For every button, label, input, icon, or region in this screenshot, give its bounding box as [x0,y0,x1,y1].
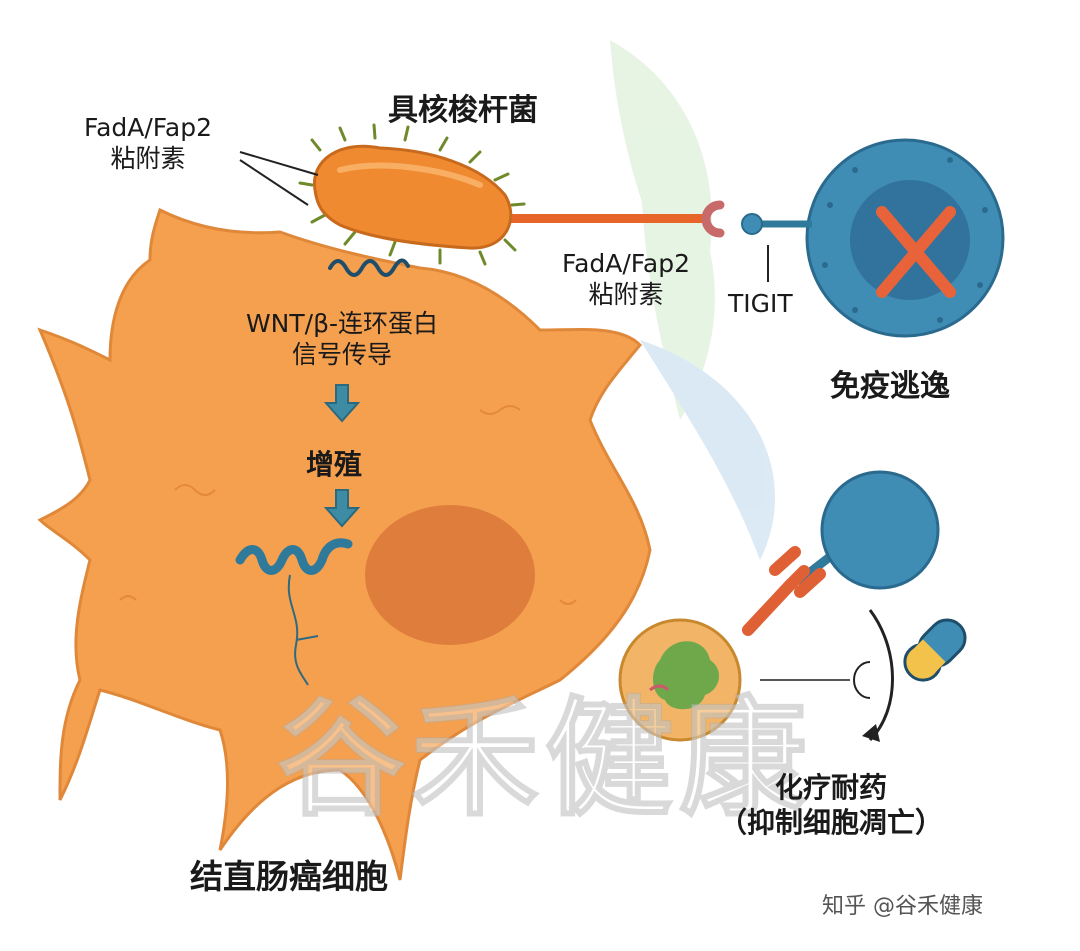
tigit-label: TIGIT [728,289,793,318]
adhesin-top-line1: FadA/Fap2 [84,113,212,142]
wnt-signaling-label: WNT/β-连环蛋白 信号传导 [212,308,472,371]
adhesin-cup [701,200,725,238]
nucleus [365,505,535,645]
wnt-line2: 信号传导 [291,340,392,370]
adhesin-top-line2: 粘附素 [110,144,186,174]
bacterium [298,123,526,266]
wnt-signal-squiggle [328,258,410,277]
adhesin-pointer-lines [239,151,319,206]
flow-arrows [323,384,361,528]
adhesin-mid-line2: 粘附素 [588,280,664,310]
chemo-resistance-label: 化疗耐药 （抑制细胞凋亡） [696,770,966,840]
bacterium-label: 具核梭杆菌 [388,93,538,128]
proliferation-label: 增殖 [306,448,363,481]
adhesin-stalk [505,214,710,223]
chemo-line2: （抑制细胞凋亡） [718,806,943,839]
apoptotic-cell [618,618,742,742]
immune-escape-label: 免疫逃逸 [830,369,950,404]
watermark: 谷禾健康 [276,684,813,835]
dna-strand [287,574,309,686]
chemo-line1: 化疗耐药 [774,771,887,804]
wnt-line1: WNT/β-连环蛋白 [245,309,439,338]
adhesin-mid-label: FadA/Fap2 粘附素 [536,248,716,311]
protein-squiggle [235,538,353,575]
credit-text: 知乎 @谷禾健康 [822,894,983,919]
inhibition-arc [760,609,894,742]
cytoplasm-details [119,405,577,605]
adhesin-top-label: FadA/Fap2 粘附素 [58,112,238,175]
tigit-receptor [741,213,812,282]
colorectal-cell-label: 结直肠癌细胞 [190,857,388,896]
cross-mark-icon [876,206,956,298]
dna-mark [295,635,319,641]
adhesin-mid-line1: FadA/Fap2 [562,249,690,278]
antibody-fork [742,546,826,636]
drug-capsule-icon [903,618,967,682]
